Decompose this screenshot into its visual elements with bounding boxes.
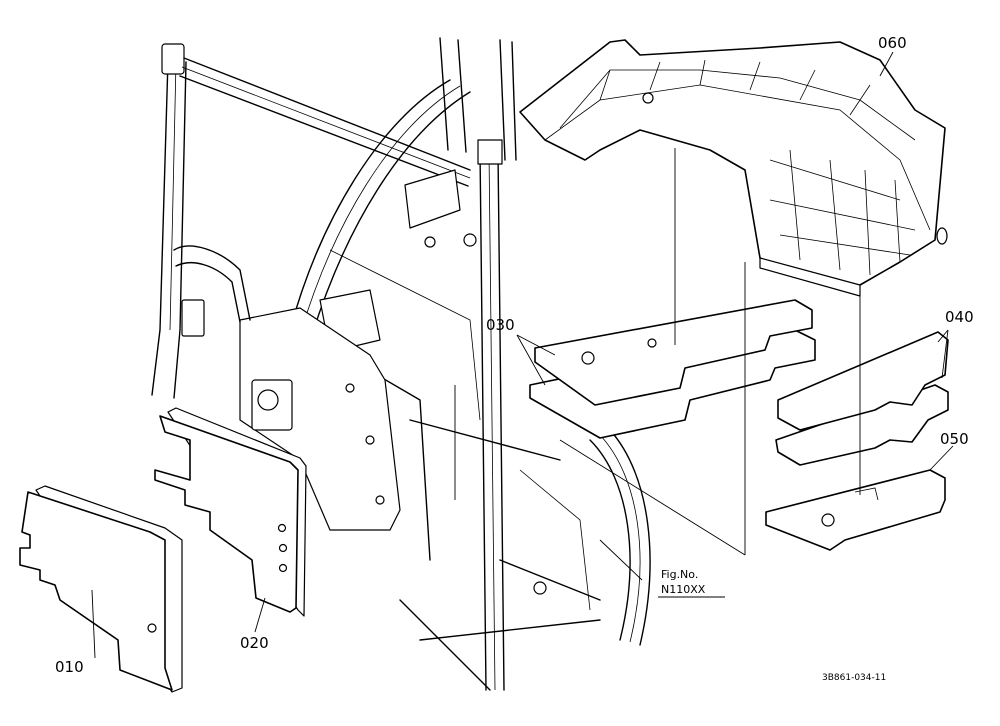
part-010-mat [19,485,183,693]
figure-reference: Fig.No. N110XX [658,568,725,598]
cab-frame [151,37,651,691]
part-060-fender-liner [519,39,948,297]
part-040-mat-lower [775,384,949,466]
part-040-mat-upper [777,331,949,431]
callout-020: 020 [240,634,269,652]
callout-040: 040 [945,308,974,326]
part-020-mat [154,407,307,617]
callout-010: 010 [55,658,84,676]
figure-number: N110XX [661,583,706,596]
part-050-mat [765,469,946,551]
callout-030: 030 [486,316,515,334]
callout-050: 050 [940,430,969,448]
part-030-mat-upper [534,299,813,406]
leader-lines [91,51,954,659]
figure-label: Fig.No. [661,568,698,581]
callout-060: 060 [878,34,907,52]
drawing-code: 3B861-034-11 [822,673,886,683]
